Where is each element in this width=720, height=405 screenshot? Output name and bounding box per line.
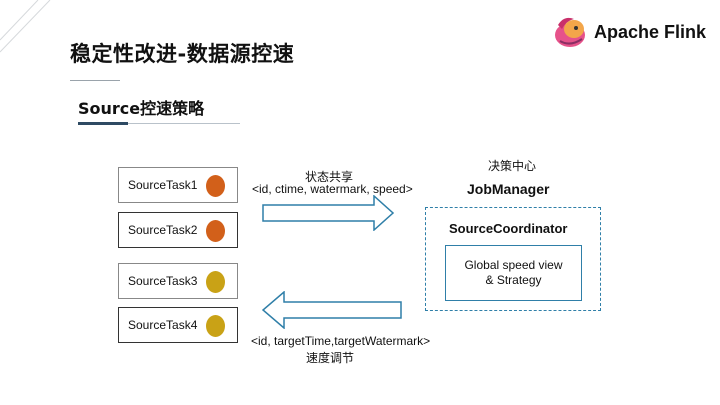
state-share-title: 状态共享 [305,170,354,184]
logo-text: Apache Flink [594,21,707,42]
section-subtitle: Source控速策略 [78,99,205,118]
task-status-dot [206,271,225,293]
control-arrow-left [262,291,402,329]
global-speed-view-line2: & Strategy [485,273,542,287]
subtitle-accent-bar [78,122,128,125]
apache-flink-logo: Apache Flink [552,12,712,52]
speed-control-title: 速度调节 [306,351,355,365]
source-task-label: SourceTask3 [128,274,198,288]
flink-squirrel-icon [555,17,585,47]
source-task-label: SourceTask2 [128,223,198,237]
task-status-dot [206,220,225,242]
global-speed-view-box: Global speed view & Strategy [445,245,582,301]
report-arrow-right [262,195,394,231]
source-task-4: SourceTask4 [118,307,238,343]
source-task-label: SourceTask1 [128,178,198,192]
source-task-2: SourceTask2 [118,212,238,248]
source-coordinator-label: SourceCoordinator [449,221,568,236]
source-task-1: SourceTask1 [118,167,238,203]
global-speed-view-line1: Global speed view [464,258,563,272]
page-title: 稳定性改进-数据源控速 [70,42,295,66]
decision-center-title: 决策中心 [488,159,537,173]
title-divider [70,80,120,81]
source-coordinator-box [425,207,601,311]
subtitle-divider [128,123,240,124]
task-status-dot [206,315,225,337]
speed-control-fields: <id, targetTime,targetWatermark> [251,334,431,348]
state-share-fields: <id, ctime, watermark, speed> [252,182,413,196]
source-task-label: SourceTask4 [128,318,198,332]
corner-decoration [0,0,51,53]
jobmanager-label: JobManager [467,181,550,197]
source-task-3: SourceTask3 [118,263,238,299]
task-status-dot [206,175,225,197]
